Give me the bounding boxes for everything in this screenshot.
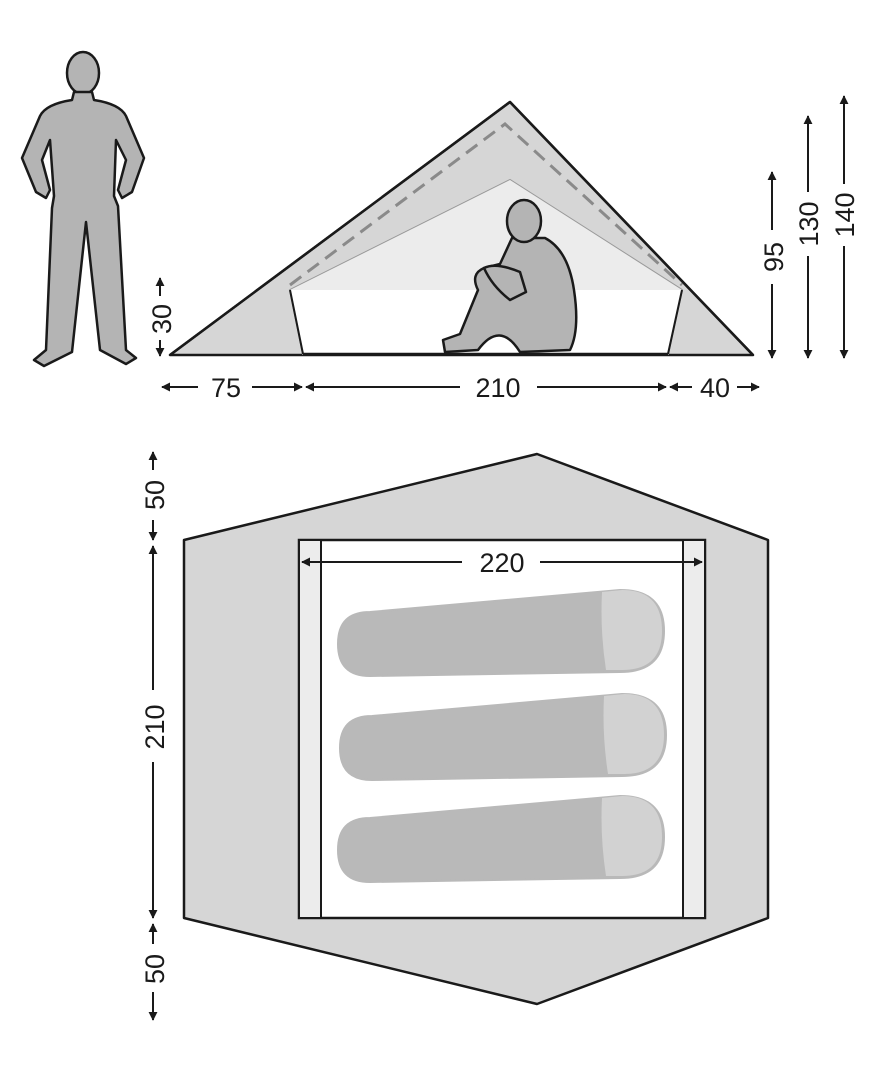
dim-inner-length: 210 — [475, 373, 520, 403]
sleeping-bag-2 — [338, 692, 668, 782]
sleeping-bag-icon — [336, 794, 666, 884]
sleeping-bag-icon — [336, 588, 666, 678]
sleeping-bag-icon — [338, 692, 668, 782]
dim-inner-floor-width: 210 — [140, 704, 170, 749]
sleeping-bag-1 — [336, 588, 666, 678]
tent-side-view — [168, 100, 755, 357]
dim-inner-height: 95 — [759, 242, 789, 272]
dim-peak-height: 140 — [830, 192, 860, 237]
dim-vestibule-top: 50 — [140, 480, 170, 510]
dim-vestibule-left: 75 — [211, 373, 241, 403]
dim-inner-floor-length: 220 — [479, 548, 524, 578]
dim-vestibule-bottom: 50 — [140, 954, 170, 984]
sitting-person-icon — [441, 198, 578, 354]
pole-line — [289, 122, 684, 287]
standing-person-icon — [20, 50, 146, 368]
dim-left-wall-height: 30 — [147, 304, 177, 334]
sleeping-bag-3 — [336, 794, 666, 884]
dim-pole-height: 130 — [794, 201, 824, 246]
dim-vestibule-right: 40 — [700, 373, 730, 403]
